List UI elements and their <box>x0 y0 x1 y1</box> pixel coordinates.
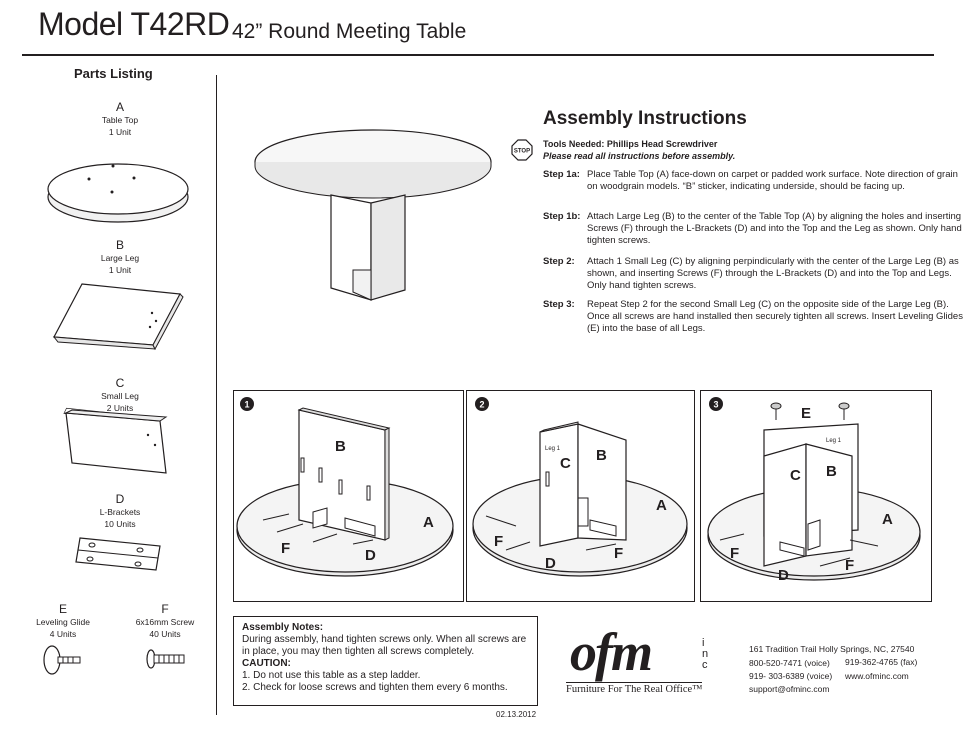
label-f-right: F <box>614 545 623 562</box>
notes-text: During assembly, hand tighten screws onl… <box>242 634 527 657</box>
screw-illustration <box>146 649 185 669</box>
step-text: Repeat Step 2 for the second Small Leg (… <box>587 299 963 334</box>
step-text: Attach Large Leg (B) to the center of th… <box>587 211 962 246</box>
step-2: Step 2: Attach 1 Small Leg (C) by aligni… <box>543 256 967 292</box>
column-divider <box>216 75 217 715</box>
part-qty: 1 Unit <box>108 127 132 137</box>
contact-fax: 919-362-4765 (fax) <box>845 657 918 667</box>
label-f-left: F <box>494 533 503 550</box>
leveling-glide-illustration <box>43 645 81 675</box>
contact-voice-2: 919- 303-6389 (voice) <box>749 671 833 681</box>
step-3: Step 3: Repeat Step 2 for the second Sma… <box>543 299 967 335</box>
label-b: B <box>826 463 837 480</box>
document-date: 02.13.2012 <box>496 710 537 719</box>
part-c-label: C Small Leg 2 Units <box>70 376 170 414</box>
part-name: Large Leg <box>100 253 140 263</box>
contact-address: 161 Tradition Trail Holly Springs, NC, 2… <box>749 644 915 654</box>
label-a: A <box>656 497 667 514</box>
label-d: D <box>778 567 789 584</box>
part-d-label: D L-Brackets 10 Units <box>70 492 170 530</box>
logo-mark: ofm <box>570 622 653 682</box>
caution-item: 1. Do not use this table as a step ladde… <box>242 670 421 681</box>
contact-website[interactable]: www.ofminc.com <box>845 671 909 681</box>
leg-label: Leg 1 <box>826 438 842 444</box>
step-label: Step 1b: <box>543 211 581 222</box>
panel-number: 2 <box>479 400 484 410</box>
header-rule <box>22 54 934 56</box>
tools-text: Tools Needed: Phillips Head Screwdriver <box>543 139 718 149</box>
label-b: B <box>596 447 607 464</box>
part-qty: 40 Units <box>149 629 181 639</box>
assembly-instructions-title: Assembly Instructions <box>543 108 747 129</box>
label-a: A <box>882 511 893 528</box>
label-c: C <box>790 467 801 484</box>
part-name: Leveling Glide <box>36 617 90 627</box>
step-label: Step 1a: <box>543 169 580 180</box>
step-text: Place Table Top (A) face-down on carpet … <box>587 169 958 192</box>
part-qty: 2 Units <box>106 403 134 413</box>
label-e: E <box>801 405 811 422</box>
part-name: Small Leg <box>101 391 139 401</box>
panel-number: 1 <box>244 400 249 410</box>
read-instructions-text: Please read all instructions before asse… <box>543 151 736 161</box>
part-letter: A <box>115 100 124 114</box>
diagram-step-3-drawing: 3 E Leg 1 C B A F F D <box>707 397 921 584</box>
part-letter: B <box>115 238 124 252</box>
label-c: C <box>560 455 571 472</box>
caution-title: CAUTION: <box>242 658 291 669</box>
part-qty: 4 Units <box>49 629 77 639</box>
part-b-label: B Large Leg 1 Unit <box>70 238 170 276</box>
step-text: Attach 1 Small Leg (C) by aligning perpi… <box>587 256 959 291</box>
label-d: D <box>365 547 376 564</box>
contact-voice-1: 800-520-7471 (voice) <box>749 658 830 668</box>
logo-inc: inc <box>702 637 709 671</box>
label-d: D <box>545 555 556 572</box>
stop-sign-text: STOP <box>514 149 530 155</box>
ofm-logo: ofm inc Furniture For The Real Office™ <box>560 620 735 710</box>
part-name: L-Brackets <box>99 507 141 517</box>
part-letter: F <box>161 602 169 616</box>
stop-sign-icon: STOP <box>511 139 533 161</box>
part-e-label: E Leveling Glide 4 Units <box>18 602 108 640</box>
part-letter: C <box>115 376 125 390</box>
label-f-left: F <box>730 545 739 562</box>
step-label: Step 2: <box>543 256 575 267</box>
part-name: 6x16mm Screw <box>135 617 195 627</box>
product-subtitle: 42” Round Meeting Table <box>232 20 467 43</box>
part-name: Table Top <box>101 115 139 125</box>
panel-number: 3 <box>713 400 718 410</box>
tools-needed: Tools Needed: Phillips Head Screwdriver … <box>543 138 735 162</box>
logo-tagline: Furniture For The Real Office™ <box>566 682 703 695</box>
l-bracket-illustration <box>75 537 161 571</box>
step-label: Step 3: <box>543 299 575 310</box>
label-a: A <box>423 514 434 531</box>
part-f-label: F 6x16mm Screw 40 Units <box>120 602 210 640</box>
diagram-step-1-drawing: 1 B A F D <box>236 397 454 577</box>
small-leg-illustration <box>63 407 168 474</box>
part-qty: 10 Units <box>104 519 136 529</box>
parts-listing-title: Parts Listing <box>74 66 153 81</box>
part-a-label: A Table Top 1 Unit <box>70 100 170 138</box>
diagram-step-2-drawing: 2 Leg 1 C B A F F D <box>472 397 688 577</box>
step-1b: Step 1b: Attach Large Leg (B) to the cen… <box>543 211 967 247</box>
large-leg-illustration <box>52 283 184 351</box>
caution-item: 2. Check for loose screws and tighten th… <box>242 682 508 693</box>
model-title: Model T42RD <box>38 6 230 42</box>
leg-label: Leg 1 <box>545 446 561 452</box>
step-1a: Step 1a: Place Table Top (A) face-down o… <box>543 169 967 193</box>
assembled-table-illustration <box>254 129 492 301</box>
contact-email[interactable]: support@ofminc.com <box>749 684 830 694</box>
part-letter: E <box>58 602 67 616</box>
notes-title: Assembly Notes: <box>242 622 324 633</box>
table-top-illustration <box>47 163 189 223</box>
assembly-notes-box: Assembly Notes: During assembly, hand ti… <box>233 616 538 706</box>
part-qty: 1 Unit <box>108 265 132 275</box>
part-letter: D <box>115 492 125 506</box>
label-f: F <box>281 540 290 557</box>
label-b: B <box>335 438 346 455</box>
label-f-right: F <box>845 557 854 574</box>
